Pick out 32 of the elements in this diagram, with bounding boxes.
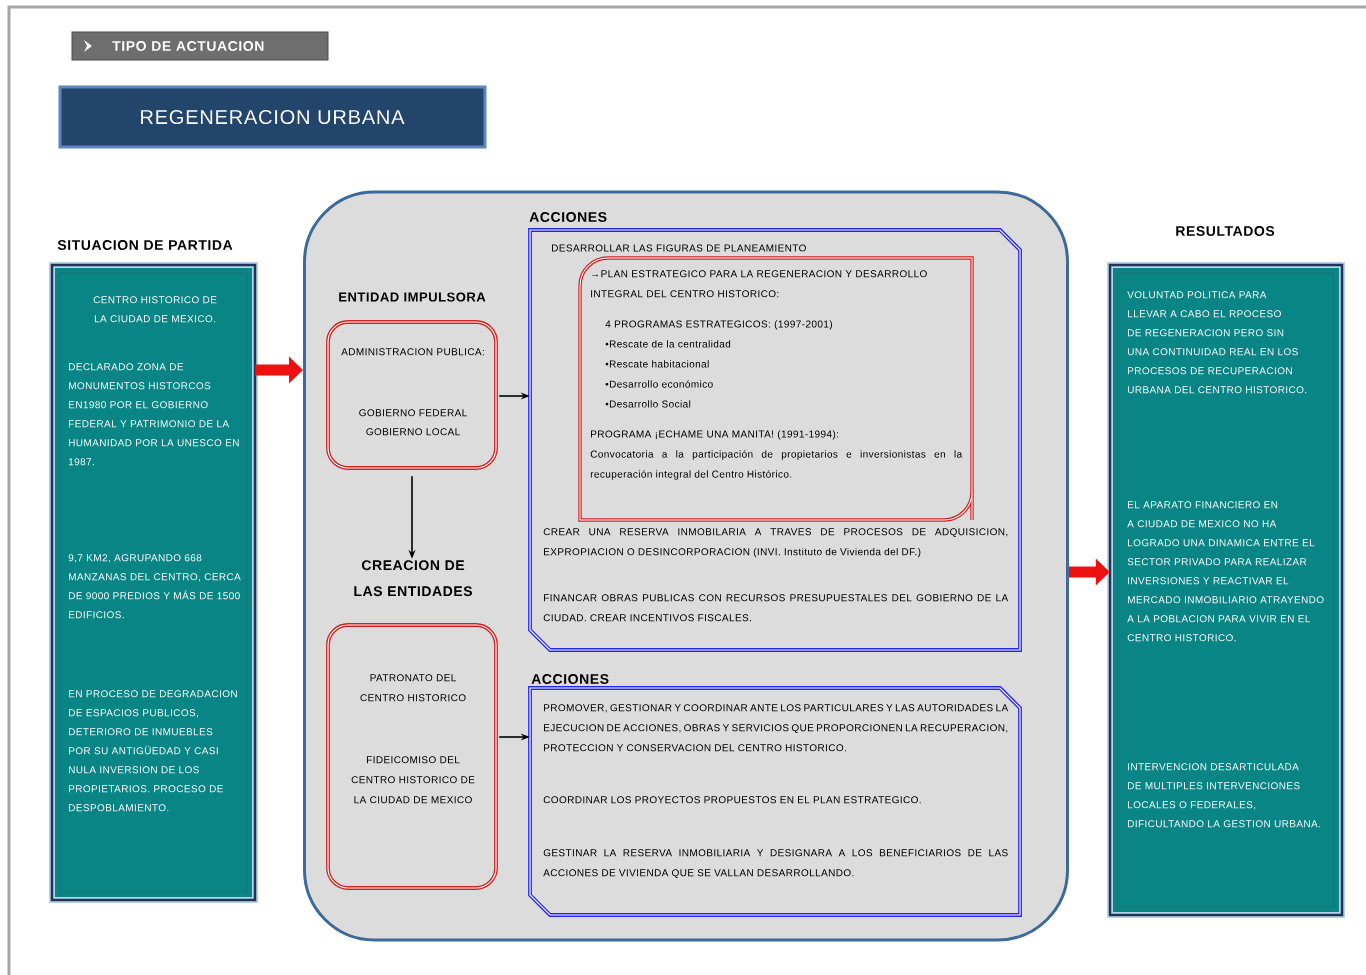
node-label: FINANCAR OBRAS PUBLICAS CON RECURSOS PRESUPUESTALES DEL GOBIERNO DE LA CIUDAD. CREAR INCENTIVOS FISCALES. [543, 594, 1009, 622]
node-label: ADMINISTRACION PUBLICA: [341, 348, 484, 356]
title-banner: REGENERACION URBANA [58, 85, 487, 149]
node-label: EL APARATO FINANCIERO EN A CIUDAD DE MEXICO NO HA LOGRADO UNA DINAMICA ENTRE EL SECTOR PRIVADO PARA REALIZAR INVERSIONES Y REACTIVAR EL MERCADO INMOBILIARIO ATRAYENDO A LA POBLACION PARA VIVIR EN EL CENTRO HISTORICO. [1127, 501, 1324, 642]
node-label: PATRONATO DEL CENTRO HISTORICO [360, 674, 466, 702]
node-label: FIDEICOMISO DEL CENTRO HISTORICO DE LA CIUDAD DE MEXICO [351, 756, 475, 804]
node-label: INTERVENCION DESARTICULADA DE MULTIPLES INTERVENCIONES LOCALES O FEDERALES, DIFICULTANDO LA GESTION URBANA. [1128, 763, 1320, 828]
text-panel: CENTRO HISTORICO DE LA CIUDAD DE MEXICO. DECLARADO ZONA DE MONUMENTOS HISTORCOS EN1980 POR EL GOBIERNO FEDERAL Y PATRIMONIO DE LA HUMANIDAD POR LA UNESCO EN 1987. 9,7 KM2, AGRUPANDO 668 MANZANAS DEL CENTRO, CERCA DE 9000 PREDIOS Y MÁS DE 1500 EDIFICIOS. EN PROCESO DE DEGRADACION DE ESPACIOS PUBLICOS, DETERIORO DE INMUEBLES POR SU ANTIGÜEDAD Y CASI NULA INVERSION DE LOS PROPIETARIOS. PROCESO DE DESPOBLAMIENTO. [49, 262, 258, 903]
node-label: EN PROCESO DE DEGRADACION DE ESPACIOS PUBLICOS, DETERIORO DE INMUEBLES POR SU ANTIGÜEDAD Y CASI NULA INVERSION DE LOS PROPIETARIOS. PROCESO DE DESPOBLAMIENTO. [69, 690, 237, 812]
rounded-box: ADMINISTRACION PUBLICA: GOBIERNO FEDERAL GOBIERNO LOCAL [326, 320, 498, 470]
heading: RESULTADOS [1176, 226, 1275, 236]
action-box: PROMOVER, GESTIONAR Y COORDINAR ANTE LOS PARTICULARES Y LAS AUTORIDADES LA EJECUCION DE ACCIONES, OBRAS Y SERVICIOS QUE PROPORCIONEN LA RECUPERACION, PROTECCION Y CONSERVACION DEL CENTRO HISTORICO. COORDINAR LOS PROYECTOS PROPUESTOS EN EL PLAN ESTRATEGICO. GESTINAR LA RESERVA INMOBILIARIA Y DESIGNARA A LOS BENEFICIARIOS DE LAS ACCIONES DE VIVIENDA QUE SE VALLAN DESARROLLANDO. [528, 686, 1022, 917]
panel-background [303, 190, 1069, 942]
rounded-box: →PLAN ESTRATEGICO PARA LA REGENERACION Y DESARROLLO INTEGRAL DEL CENTRO HISTORICO: 4 PROGRAMAS ESTRATEGICOS: (1997-2001) •Rescate de la centralidad •Rescate habitacional •Desarrollo económico •Desarrollo Social PROGRAMA ¡ECHAME UNA MANITA! (1991-1994): Convocatoria a la participación de propietarios e inversionistas en la recuperación integral del Centro Histórico. [578, 256, 974, 522]
heading: ACCIONES [531, 674, 609, 684]
node-label: COORDINAR LOS PROYECTOS PROPUESTOS EN EL PLAN ESTRATEGICO. [543, 796, 921, 804]
heading: SITUACION DE PARTIDA [57, 240, 233, 250]
node-label: VOLUNTAD POLITICA PARA LLEVAR A CABO EL RPOCESO DE REGENERACION PERO SIN UNA CONTINUIDAD REAL EN LOS PROCESOS DE RECUPERACION URBANA DEL CENTRO HISTORICO. [1127, 291, 1307, 394]
rounded-box: PATRONATO DEL CENTRO HISTORICO FIDEICOMISO DEL CENTRO HISTORICO DE LA CIUDAD DE MEXICO [326, 623, 498, 890]
heading: ACCIONES [529, 212, 607, 222]
node-label: PROMOVER, GESTIONAR Y COORDINAR ANTE LOS PARTICULARES Y LAS AUTORIDADES LA EJECUCION DE ACCIONES, OBRAS Y SERVICIOS QUE PROPORCIONEN LA RECUPERACION, PROTECCION Y CONSERVACION DEL CENTRO HISTORICO. [544, 704, 1009, 752]
node-label: GOBIERNO FEDERAL GOBIERNO LOCAL [359, 409, 467, 436]
node-label: 9,7 KM2, AGRUPANDO 668 MANZANAS DEL CENTRO, CERCA DE 9000 PREDIOS Y MÁS DE 1500 EDIFICIOS. [68, 554, 241, 619]
node-label: DECLARADO ZONA DE MONUMENTOS HISTORCOS EN1980 POR EL GOBIERNO FEDERAL Y PATRIMONIO DE LA HUMANIDAD POR LA UNESCO EN 1987. [68, 363, 239, 466]
node-label: DESARROLLAR LAS FIGURAS DE PLANEAMIENTO [552, 244, 806, 252]
node-label: CREAR UNA RESERVA INMOBILARIA A TRAVES DE PROCESOS DE ADQUISICION, EXPROPIACION O DESINCORPORACION (INVI. Instituto de Vivienda del DF.) [543, 528, 1008, 558]
heading: CREACION DE LAS ENTIDADES [354, 560, 473, 597]
section-label: TIPO DE ACTUACION [71, 31, 329, 61]
heading: ENTIDAD IMPULSORA [339, 292, 486, 302]
node-label: CENTRO HISTORICO DE LA CIUDAD DE MEXICO. [93, 296, 217, 323]
node-label: GESTINAR LA RESERVA INMOBILIARIA Y DESIGNARA A LOS BENEFICIARIOS DE LAS ACCIONES DE VIVIENDA QUE SE VALLAN DESARROLLANDO. [543, 849, 1008, 879]
text-panel: VOLUNTAD POLITICA PARA LLEVAR A CABO EL RPOCESO DE REGENERACION PERO SIN UNA CONTINUIDAD REAL EN LOS PROCESOS DE RECUPERACION URBANA DEL CENTRO HISTORICO. EL APARATO FINANCIERO EN A CIUDAD DE MEXICO NO HA LOGRADO UNA DINAMICA ENTRE EL SECTOR PRIVADO PARA REALIZAR INVERSIONES Y REACTIVAR EL MERCADO INMOBILIARIO ATRAYENDO A LA POBLACION PARA VIVIR EN EL CENTRO HISTORICO. INTERVENCION DESARTICULADA DE MULTIPLES INTERVENCIONES LOCALES O FEDERALES, DIFICULTANDO LA GESTION URBANA. [1107, 262, 1345, 918]
